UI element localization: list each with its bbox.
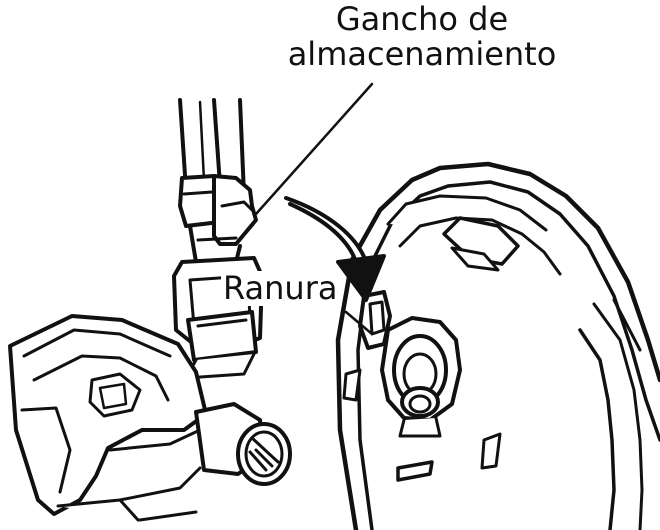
storage-slot — [358, 290, 392, 350]
insertion-arrow — [284, 196, 386, 302]
slot-label: Ranura — [221, 269, 340, 307]
floor-nozzle-neck — [172, 256, 264, 380]
floor-nozzle-head — [8, 314, 208, 522]
storage-hook-label: Gancho de almacenamiento — [252, 2, 592, 71]
wand-tube — [178, 98, 246, 197]
slot-leader-line — [344, 310, 374, 336]
hose-port — [380, 316, 462, 438]
leader-lines — [254, 82, 374, 336]
canister-body — [335, 161, 660, 530]
storage-hook — [178, 174, 258, 264]
nozzle-wheel — [194, 402, 292, 486]
storage-hook-label-line1: Gancho de — [335, 0, 509, 38]
hook-leader-line — [254, 82, 374, 216]
storage-hook-label-line2: almacenamiento — [287, 34, 557, 73]
